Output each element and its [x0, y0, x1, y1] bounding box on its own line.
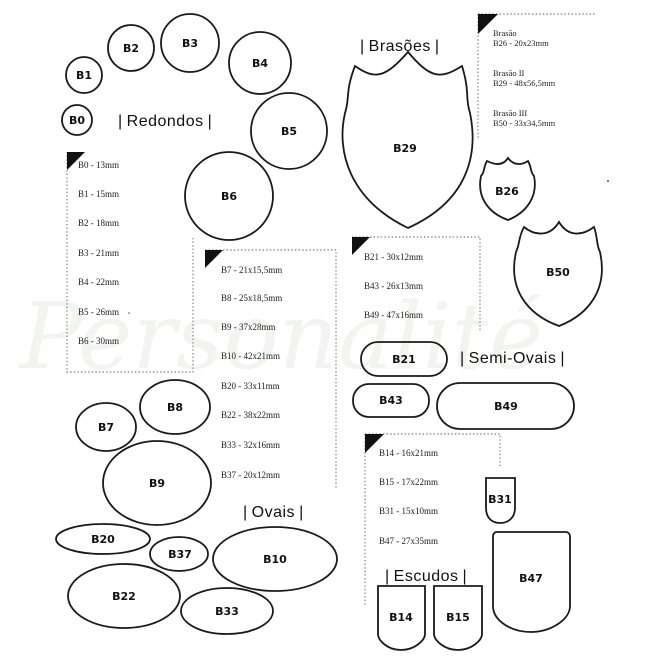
- label-b7: B7: [98, 421, 114, 434]
- label-b31: B31: [488, 493, 512, 506]
- shape-b50: [513, 220, 603, 327]
- spec-ovais-b9: B9 - 37x28mm: [221, 322, 276, 332]
- label-b15: B15: [446, 611, 470, 624]
- shape-b22: [67, 563, 181, 629]
- spec-ovais-b7: B7 - 21x15,5mm: [221, 265, 282, 275]
- spec-redondos-b4: B4 - 22mm: [78, 277, 119, 287]
- shape-b33: [180, 587, 274, 635]
- spec-redondos-b0: B0 - 13mm: [78, 160, 119, 170]
- label-b43: B43: [379, 394, 403, 407]
- stray-dot: [128, 312, 130, 314]
- spec-semi-ovais-b43: B43 - 26x13mm: [364, 281, 423, 291]
- label-b50: B50: [546, 266, 570, 279]
- label-b21: B21: [392, 353, 416, 366]
- spec-ovais-b10: B10 - 42x21mm: [221, 351, 280, 361]
- spec-ovais-b37: B37 - 20x12mm: [221, 470, 280, 480]
- spec-ovais-b22: B22 - 38x22mm: [221, 410, 280, 420]
- shape-b26: [479, 156, 536, 221]
- shape-b21: [360, 341, 448, 377]
- spec-brasoes-size-3: B50 - 33x34,5mm: [493, 118, 555, 128]
- label-b2: B2: [123, 42, 139, 55]
- shape-b4: [228, 31, 292, 95]
- label-b10: B10: [263, 553, 287, 566]
- label-b49: B49: [494, 400, 518, 413]
- label-b8: B8: [167, 401, 183, 414]
- escudos-corner-mark: [365, 434, 384, 453]
- shape-b0: [61, 104, 93, 136]
- label-b29: B29: [393, 142, 417, 155]
- redondos-spec-list: B0 - 13mm B1 - 15mm B2 - 18mm B3 - 21mm …: [78, 160, 119, 346]
- shape-b9: [102, 440, 212, 526]
- label-b47: B47: [519, 572, 543, 585]
- label-b3: B3: [182, 37, 198, 50]
- label-b20: B20: [91, 533, 115, 546]
- brasoes-spec-list: Brasão B26 - 20x23mm Brasão II B29 - 48x…: [493, 28, 555, 128]
- spec-redondos-b5: B5 - 26mm: [78, 307, 119, 317]
- semi-ovais-corner-mark: [352, 237, 370, 255]
- spec-ovais-b20: B20 - 33x11mm: [221, 381, 280, 391]
- label-b22: B22: [112, 590, 136, 603]
- escudos-spec-list: B14 - 16x21mm B15 - 17x22mm B31 - 15x10m…: [379, 448, 438, 546]
- shape-b8: [139, 379, 211, 435]
- spec-ovais-b8: B8 - 25x18,5mm: [221, 293, 282, 303]
- spec-ovais-b33: B33 - 32x16mm: [221, 440, 280, 450]
- spec-redondos-b2: B2 - 18mm: [78, 218, 119, 228]
- label-b14: B14: [389, 611, 413, 624]
- label-b1: B1: [76, 69, 92, 82]
- label-b5: B5: [281, 125, 297, 138]
- shape-b5: [250, 92, 328, 170]
- spec-escudos-b15: B15 - 17x22mm: [379, 477, 438, 487]
- label-b33: B33: [215, 605, 239, 618]
- shape-b43: [352, 383, 430, 418]
- shape-b49: [436, 382, 575, 430]
- spec-redondos-b1: B1 - 15mm: [78, 189, 119, 199]
- section-title-escudos: |Escudos|: [385, 568, 467, 585]
- spec-escudos-b31: B31 - 15x10mm: [379, 506, 438, 516]
- spec-escudos-b14: B14 - 16x21mm: [379, 448, 438, 458]
- shape-b7: [75, 402, 137, 452]
- semi-ovais-spec-list: B21 - 30x12mm B43 - 26x13mm B49 - 47x16m…: [364, 252, 423, 320]
- ovais-spec-list: B7 - 21x15,5mm B8 - 25x18,5mm B9 - 37x28…: [221, 265, 282, 480]
- label-b37: B37: [168, 548, 192, 561]
- spec-escudos-b47: B47 - 27x35mm: [379, 536, 438, 546]
- spec-redondos-b3: B3 - 21mm: [78, 248, 119, 258]
- label-b26: B26: [495, 185, 519, 198]
- shape-b20: [55, 523, 151, 555]
- shape-b29: [341, 50, 474, 229]
- shape-b3: [160, 13, 220, 73]
- label-b4: B4: [252, 57, 268, 70]
- shape-b14: [377, 585, 426, 651]
- shape-b47: [492, 531, 571, 633]
- watermark-text: Personalité: [18, 283, 543, 390]
- brasoes-corner-mark: [478, 14, 498, 34]
- spec-semi-ovais-b21: B21 - 30x12mm: [364, 252, 423, 262]
- label-b0: B0: [69, 114, 85, 127]
- spec-brasoes-size-2: B29 - 48x56,5mm: [493, 78, 555, 88]
- spec-brasoes-name-1: Brasão: [493, 28, 517, 38]
- shape-b2: [107, 24, 155, 72]
- shape-b6: [184, 151, 274, 241]
- spec-brasoes-name-2: Brasão II: [493, 68, 525, 78]
- spec-semi-ovais-b49: B49 - 47x16mm: [364, 310, 423, 320]
- spec-redondos-b6: B6 - 30mm: [78, 336, 119, 346]
- shape-b37: [149, 536, 209, 572]
- section-title-ovais: |Ovais|: [243, 504, 304, 521]
- shape-b1: [65, 56, 103, 94]
- label-b6: B6: [221, 190, 237, 203]
- shape-b15: [433, 585, 483, 651]
- ovais-spec-frame: [205, 249, 337, 490]
- stray-dot: [607, 180, 609, 182]
- spec-brasoes-size-1: B26 - 20x23mm: [493, 38, 549, 48]
- spec-brasoes-name-3: Brasão III: [493, 108, 527, 118]
- shape-b10: [212, 526, 338, 592]
- ovais-corner-mark: [205, 250, 223, 268]
- redondos-corner-mark: [67, 152, 85, 170]
- shape-b31: [485, 477, 516, 524]
- section-title-brasoes: |Brasões|: [360, 38, 440, 55]
- label-b9: B9: [149, 477, 165, 490]
- section-title-semi-ovais: |Semi-Ovais|: [460, 350, 565, 367]
- section-title-redondos: |Redondos|: [118, 113, 212, 130]
